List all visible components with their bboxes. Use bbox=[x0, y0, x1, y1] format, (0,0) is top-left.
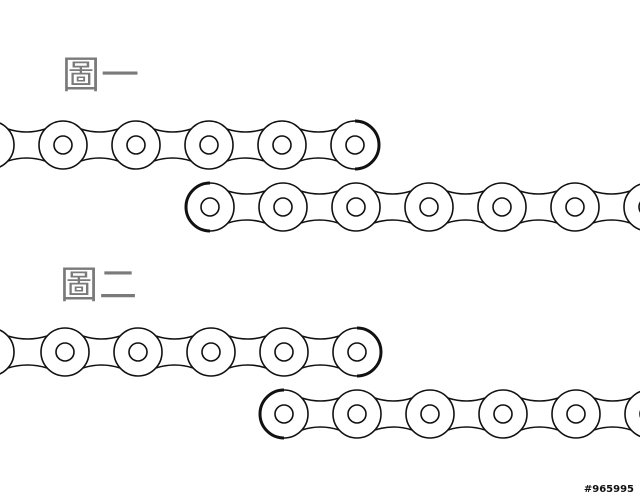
chain-pin bbox=[347, 404, 367, 424]
chain-pin bbox=[565, 197, 585, 217]
chain-plate-edge bbox=[226, 128, 265, 133]
chain-pin bbox=[346, 197, 366, 217]
figure-2-label: 圖二 bbox=[60, 263, 139, 307]
figure-1-label: 圖一 bbox=[62, 53, 141, 97]
chain-pin bbox=[420, 404, 440, 424]
chain-plate-edge bbox=[301, 335, 340, 340]
chain-plate-edge bbox=[301, 426, 340, 431]
chain-plate-edge bbox=[446, 190, 485, 195]
chain-plate-edge bbox=[155, 364, 194, 369]
chain-plate-edge bbox=[374, 426, 413, 431]
chain-roller bbox=[0, 122, 15, 168]
chain-plate-edge bbox=[227, 219, 266, 224]
chain-plate-edge bbox=[447, 397, 486, 402]
chain-pin bbox=[274, 404, 294, 424]
chain-end-cap bbox=[356, 326, 383, 378]
chain-plate-edge bbox=[7, 335, 48, 340]
chain-pin bbox=[345, 135, 365, 155]
chain-plate-edge bbox=[7, 157, 46, 162]
chain-plate-edge bbox=[592, 190, 631, 195]
chain-plate-edge bbox=[593, 397, 632, 402]
chain-plate-edge bbox=[228, 364, 267, 369]
chain-roller bbox=[623, 183, 640, 231]
chain-plate-edge bbox=[373, 190, 412, 195]
chain-plate-edge bbox=[519, 219, 558, 224]
chain-plate-edge bbox=[373, 219, 412, 224]
chain-plate-edge bbox=[300, 190, 339, 195]
chain-plate-edge bbox=[519, 190, 558, 195]
chain-plate-edge bbox=[301, 364, 340, 369]
chain-plate-edge bbox=[82, 364, 121, 369]
chain-pin bbox=[55, 342, 75, 362]
chain-plate-edge bbox=[228, 335, 267, 340]
chain-pin bbox=[200, 197, 220, 217]
chain-pin bbox=[566, 404, 586, 424]
chain-pin bbox=[274, 342, 294, 362]
chain-plate-edge bbox=[153, 157, 192, 162]
chain-pin bbox=[492, 197, 512, 217]
chain-pin bbox=[201, 342, 221, 362]
chain-plate-edge bbox=[301, 397, 340, 402]
chain-plate-edge bbox=[226, 157, 265, 162]
figure-2-chain-lower bbox=[258, 388, 640, 440]
chain-roller bbox=[0, 329, 15, 375]
chain-pin bbox=[199, 135, 219, 155]
chain-pin bbox=[419, 197, 439, 217]
figure-1-chain-lower bbox=[184, 181, 640, 233]
chain-pin bbox=[493, 404, 513, 424]
chain-plate-edge bbox=[299, 157, 338, 162]
watermark: #965995 bbox=[583, 484, 634, 495]
chain-pin bbox=[128, 342, 148, 362]
figure-2-chain-upper bbox=[0, 326, 383, 378]
chain-end-cap bbox=[184, 181, 211, 233]
chain-plate-edge bbox=[7, 128, 46, 133]
chain-plate-edge bbox=[299, 128, 338, 133]
chain-plate-edge bbox=[520, 426, 559, 431]
chain-plate-edge bbox=[227, 190, 266, 195]
chain-plate-edge bbox=[80, 157, 119, 162]
chain-plate-edge bbox=[446, 219, 485, 224]
chain-plate-edge bbox=[593, 426, 632, 431]
chain-plate-edge bbox=[153, 128, 192, 133]
chain-plate-edge bbox=[374, 397, 413, 402]
chain-pin bbox=[53, 135, 73, 155]
chain-plate-edge bbox=[155, 335, 194, 340]
chain-plate-edge bbox=[520, 397, 559, 402]
chain-roller bbox=[624, 390, 640, 438]
chain-pin bbox=[273, 197, 293, 217]
chain-plate-edge bbox=[7, 364, 48, 369]
chain-plate-edge bbox=[82, 335, 121, 340]
chain-pin bbox=[272, 135, 292, 155]
chain-pin bbox=[347, 342, 367, 362]
chain-pin bbox=[126, 135, 146, 155]
chain-plate-edge bbox=[80, 128, 119, 133]
chain-plate-edge bbox=[447, 426, 486, 431]
chain-plate-edge bbox=[592, 219, 631, 224]
chain-end-cap bbox=[354, 119, 381, 171]
figure-1-chain-upper bbox=[0, 119, 381, 171]
chain-plate-edge bbox=[300, 219, 339, 224]
chain-end-cap bbox=[258, 388, 285, 440]
